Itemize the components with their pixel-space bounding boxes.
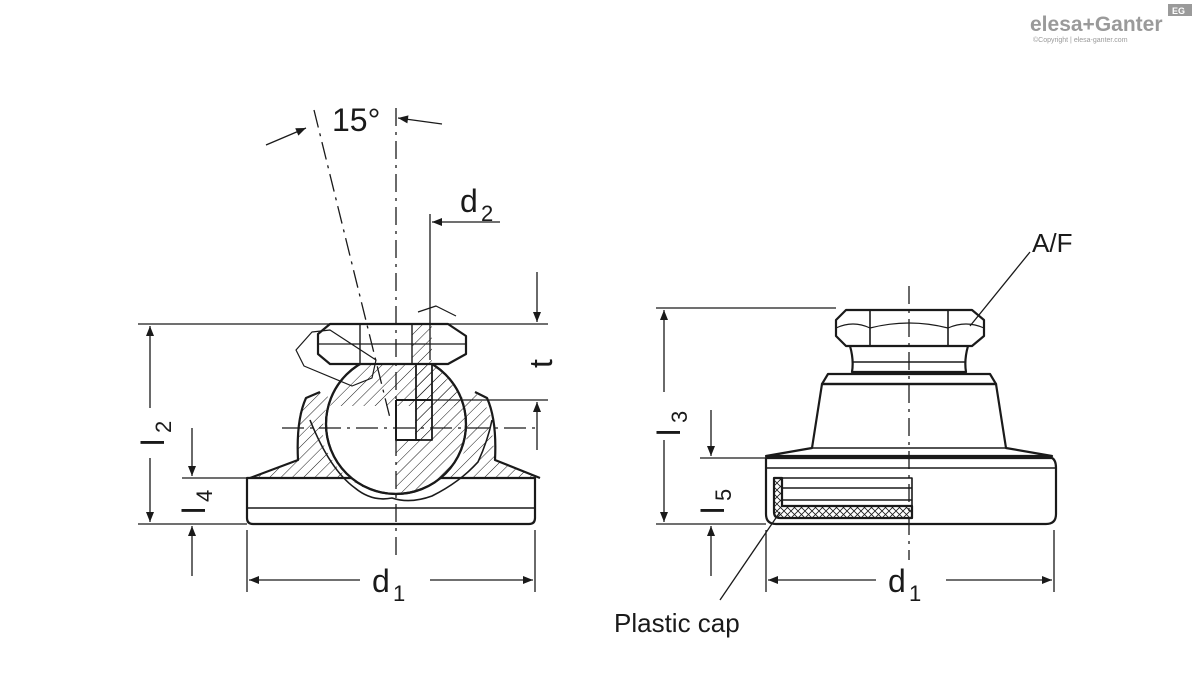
d1-subscript-left: 1: [393, 581, 405, 606]
l5-subscript: 5: [711, 489, 736, 501]
brand-badge-shape: [1168, 4, 1192, 16]
d1-subscript-right: 1: [909, 581, 921, 606]
af-label: A/F: [1032, 228, 1072, 258]
brand-logo: elesa+Ganter EG ©Copyright | elesa-gante…: [1030, 4, 1192, 44]
phantom-nut: [295, 329, 377, 387]
copyright-text: ©Copyright | elesa-ganter.com: [1033, 36, 1128, 44]
body-section-hatch: [250, 392, 540, 493]
right-elevation-view: [764, 308, 1058, 526]
l4-subscript: 4: [192, 490, 217, 502]
neck: [848, 345, 970, 374]
left-labels: 15° d 2 t l 2 l 4 d 1: [135, 102, 559, 606]
plastic-cap: [772, 476, 914, 520]
l2-subscript: 2: [151, 421, 176, 433]
brand-logo-text: elesa+Ganter: [1030, 13, 1163, 36]
t-label: t: [523, 359, 559, 368]
l3-subscript: 3: [667, 411, 692, 423]
right-labels: A/F l 3 l 5 d 1 Plastic cap: [614, 228, 1072, 638]
left-dimensions: [138, 115, 548, 592]
housing-outline: [249, 390, 321, 480]
right-dimensions: [656, 251, 1055, 601]
d1-label-right: d: [888, 563, 906, 599]
brand-badge-text: EG: [1172, 6, 1185, 16]
plastic-cap-label: Plastic cap: [614, 608, 740, 638]
l5-label: l: [695, 507, 731, 514]
d2-subscript: 2: [481, 201, 493, 226]
l3-label: l: [651, 429, 687, 436]
stud-shaft: [415, 364, 433, 441]
l4-label: l: [176, 507, 212, 514]
l2-label: l: [135, 439, 171, 446]
left-centerlines: [282, 108, 540, 560]
angle-label: 15°: [332, 102, 380, 138]
base-plate: [245, 476, 537, 526]
left-section-view: [245, 305, 541, 526]
hex-nut-right: [834, 308, 986, 348]
d2-label: d: [460, 183, 478, 219]
d1-label-left: d: [372, 563, 390, 599]
break-line: [309, 419, 493, 502]
base-right: [764, 456, 1058, 526]
